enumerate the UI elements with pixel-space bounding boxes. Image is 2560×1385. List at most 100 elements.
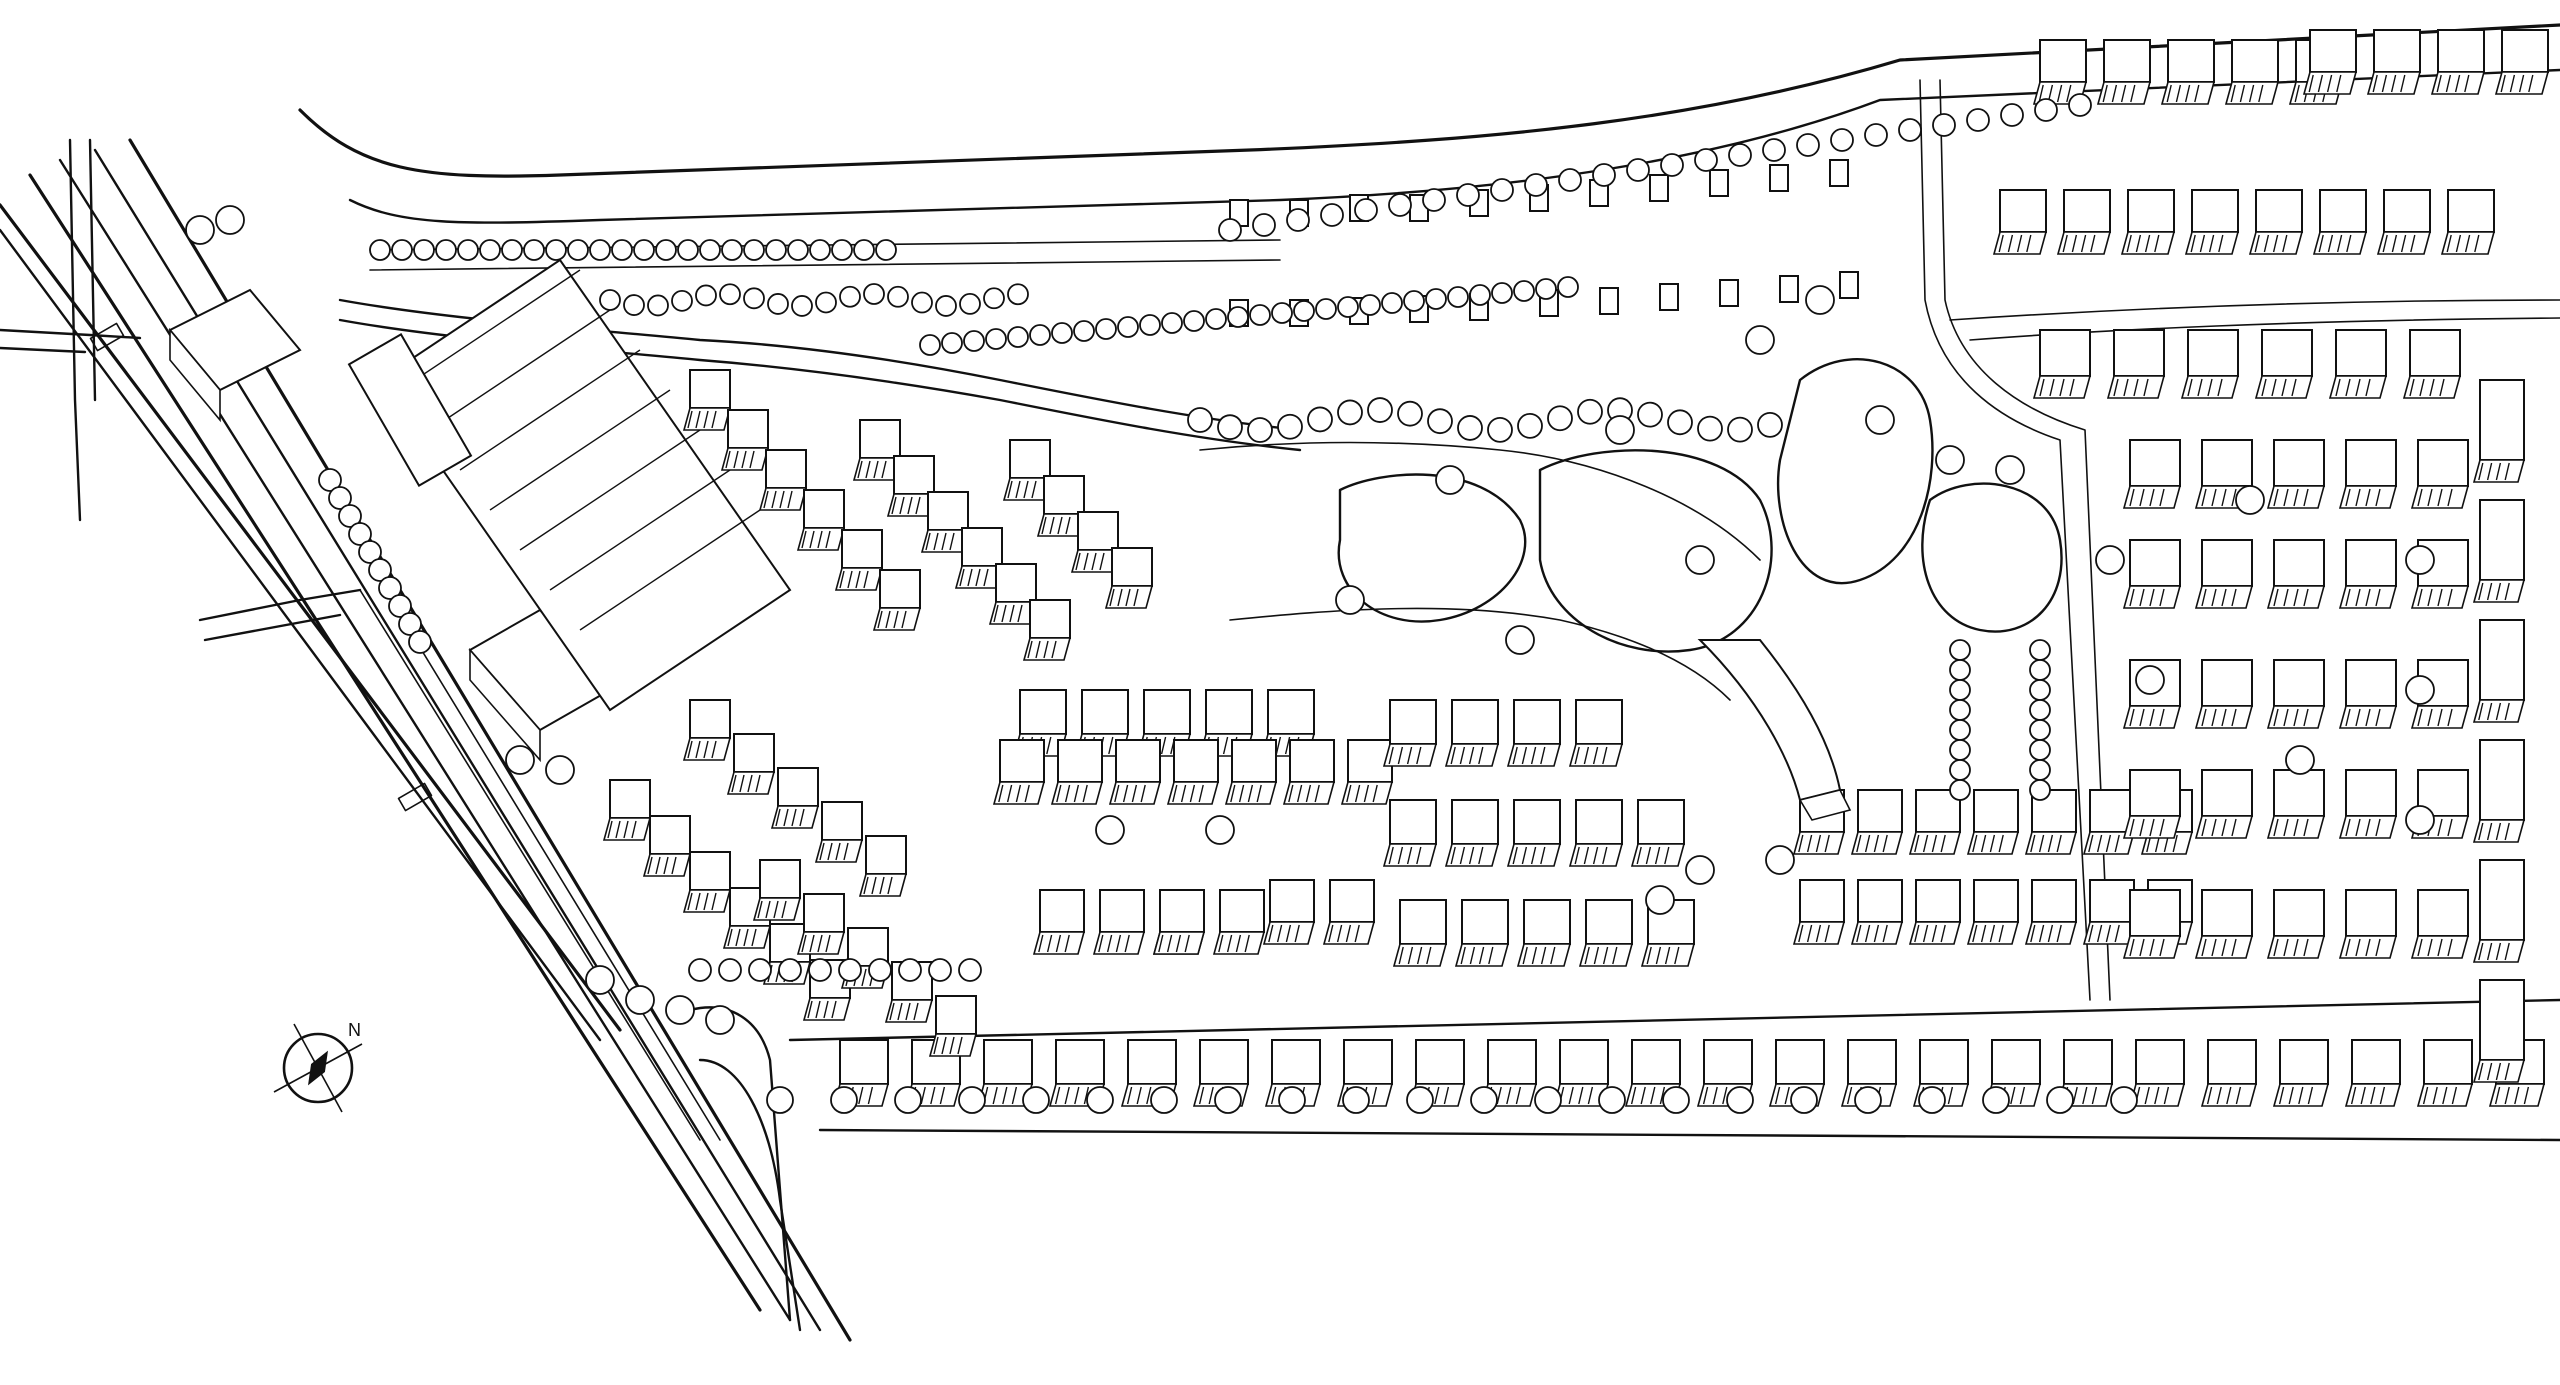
tree-icon (1765, 845, 1795, 875)
house-icon (2248, 189, 2304, 255)
house-icon (2472, 499, 2526, 603)
house-icon (2472, 739, 2526, 843)
tree-icon (479, 239, 501, 261)
tree-icon (1293, 300, 1315, 322)
tree-icon (839, 285, 861, 308)
buildings-layer (602, 29, 2550, 1107)
tree-icon (1949, 659, 1971, 681)
tree-icon (1095, 815, 1125, 845)
tree-icon (1422, 188, 1446, 212)
tree-icon (1805, 285, 1835, 315)
tree-icon (2068, 93, 2092, 117)
house-icon (1578, 899, 1634, 967)
tree-icon (705, 1005, 735, 1035)
tree-icon (567, 239, 589, 261)
tree-icon (1161, 312, 1183, 334)
tree-icon (1726, 1086, 1754, 1114)
tree-icon (1456, 183, 1480, 207)
house-icon (2410, 439, 2470, 509)
house-icon (2338, 889, 2398, 959)
tree-icon (2029, 699, 2051, 721)
tree-icon (368, 558, 392, 582)
crescent-building (1697, 639, 1852, 821)
house-icon (1568, 699, 1624, 767)
tree-icon (1337, 296, 1359, 318)
house-icon (2338, 439, 2398, 509)
house-icon (2194, 889, 2254, 959)
tree-icon (1697, 415, 1723, 442)
tree-icon (1949, 759, 1971, 781)
tree-icon (655, 239, 677, 261)
house-icon (834, 529, 884, 591)
house-icon (2122, 889, 2182, 959)
tree-icon (185, 215, 215, 245)
tree-icon (388, 594, 412, 618)
house-icon (1108, 739, 1162, 805)
house-icon (2194, 539, 2254, 609)
house-icon (1152, 889, 1206, 955)
house-icon (1850, 789, 1904, 855)
house-icon (928, 995, 978, 1057)
house-icon (2056, 189, 2112, 255)
tree-icon (830, 1086, 858, 1114)
tree-icon (743, 287, 765, 310)
tree-icon (1095, 318, 1117, 340)
tree-icon (695, 284, 717, 307)
tree-icon (1354, 198, 1378, 222)
tree-icon (1790, 1086, 1818, 1114)
tree-icon (2029, 659, 2051, 681)
house-icon (2194, 659, 2254, 729)
tree-icon (2135, 665, 2165, 695)
tree-icon (1949, 639, 1971, 661)
villa (1829, 159, 1849, 187)
house-icon (814, 801, 864, 863)
house-icon (2266, 539, 2326, 609)
tree-icon (1757, 411, 1783, 438)
tree-icon (1534, 1086, 1562, 1114)
north-arrow-icon: N (273, 1020, 363, 1113)
house-icon (2312, 189, 2368, 255)
house-icon (1070, 511, 1120, 573)
tree-icon (1403, 290, 1425, 312)
house-icon (1382, 799, 1438, 867)
tree-icon (875, 239, 897, 261)
house-icon (642, 815, 692, 877)
house-icon (1104, 547, 1154, 609)
tree-icon (1626, 158, 1650, 182)
tree-icon (665, 995, 695, 1025)
tree-icon (898, 958, 922, 982)
house-icon (682, 699, 732, 761)
tree-icon (1307, 406, 1333, 433)
house-icon (1444, 699, 1500, 767)
house-icon (2024, 789, 2078, 855)
tree-icon (545, 239, 567, 261)
tree-icon (1205, 815, 1235, 845)
house-icon (1166, 739, 1220, 805)
house-icon (1264, 1039, 1322, 1107)
tree-icon (1918, 1086, 1946, 1114)
tree-icon (1865, 405, 1895, 435)
house-icon (682, 851, 732, 913)
house-icon (752, 859, 802, 921)
tree-icon (435, 239, 457, 261)
house-icon (1392, 899, 1448, 967)
house-icon (2302, 29, 2358, 95)
tree-icon (887, 285, 909, 308)
tree-icon (1007, 326, 1029, 348)
tree-icon (408, 630, 432, 654)
house-icon (1322, 879, 1376, 945)
tree-icon (1278, 1086, 1306, 1114)
tree-icon (1728, 143, 1752, 167)
southern-road (688, 998, 2560, 1332)
tree-icon (2029, 639, 2051, 661)
tree-icon (2029, 679, 2051, 701)
tree-icon (2405, 545, 2435, 575)
tree-icon (791, 295, 813, 317)
house-icon (1382, 699, 1438, 767)
tree-icon (1949, 719, 1971, 741)
tree-icon (1524, 173, 1548, 197)
villa (1649, 174, 1669, 202)
tree-icon (1982, 1086, 2010, 1114)
tree-icon (1117, 316, 1139, 338)
house-icon (1454, 899, 1510, 967)
